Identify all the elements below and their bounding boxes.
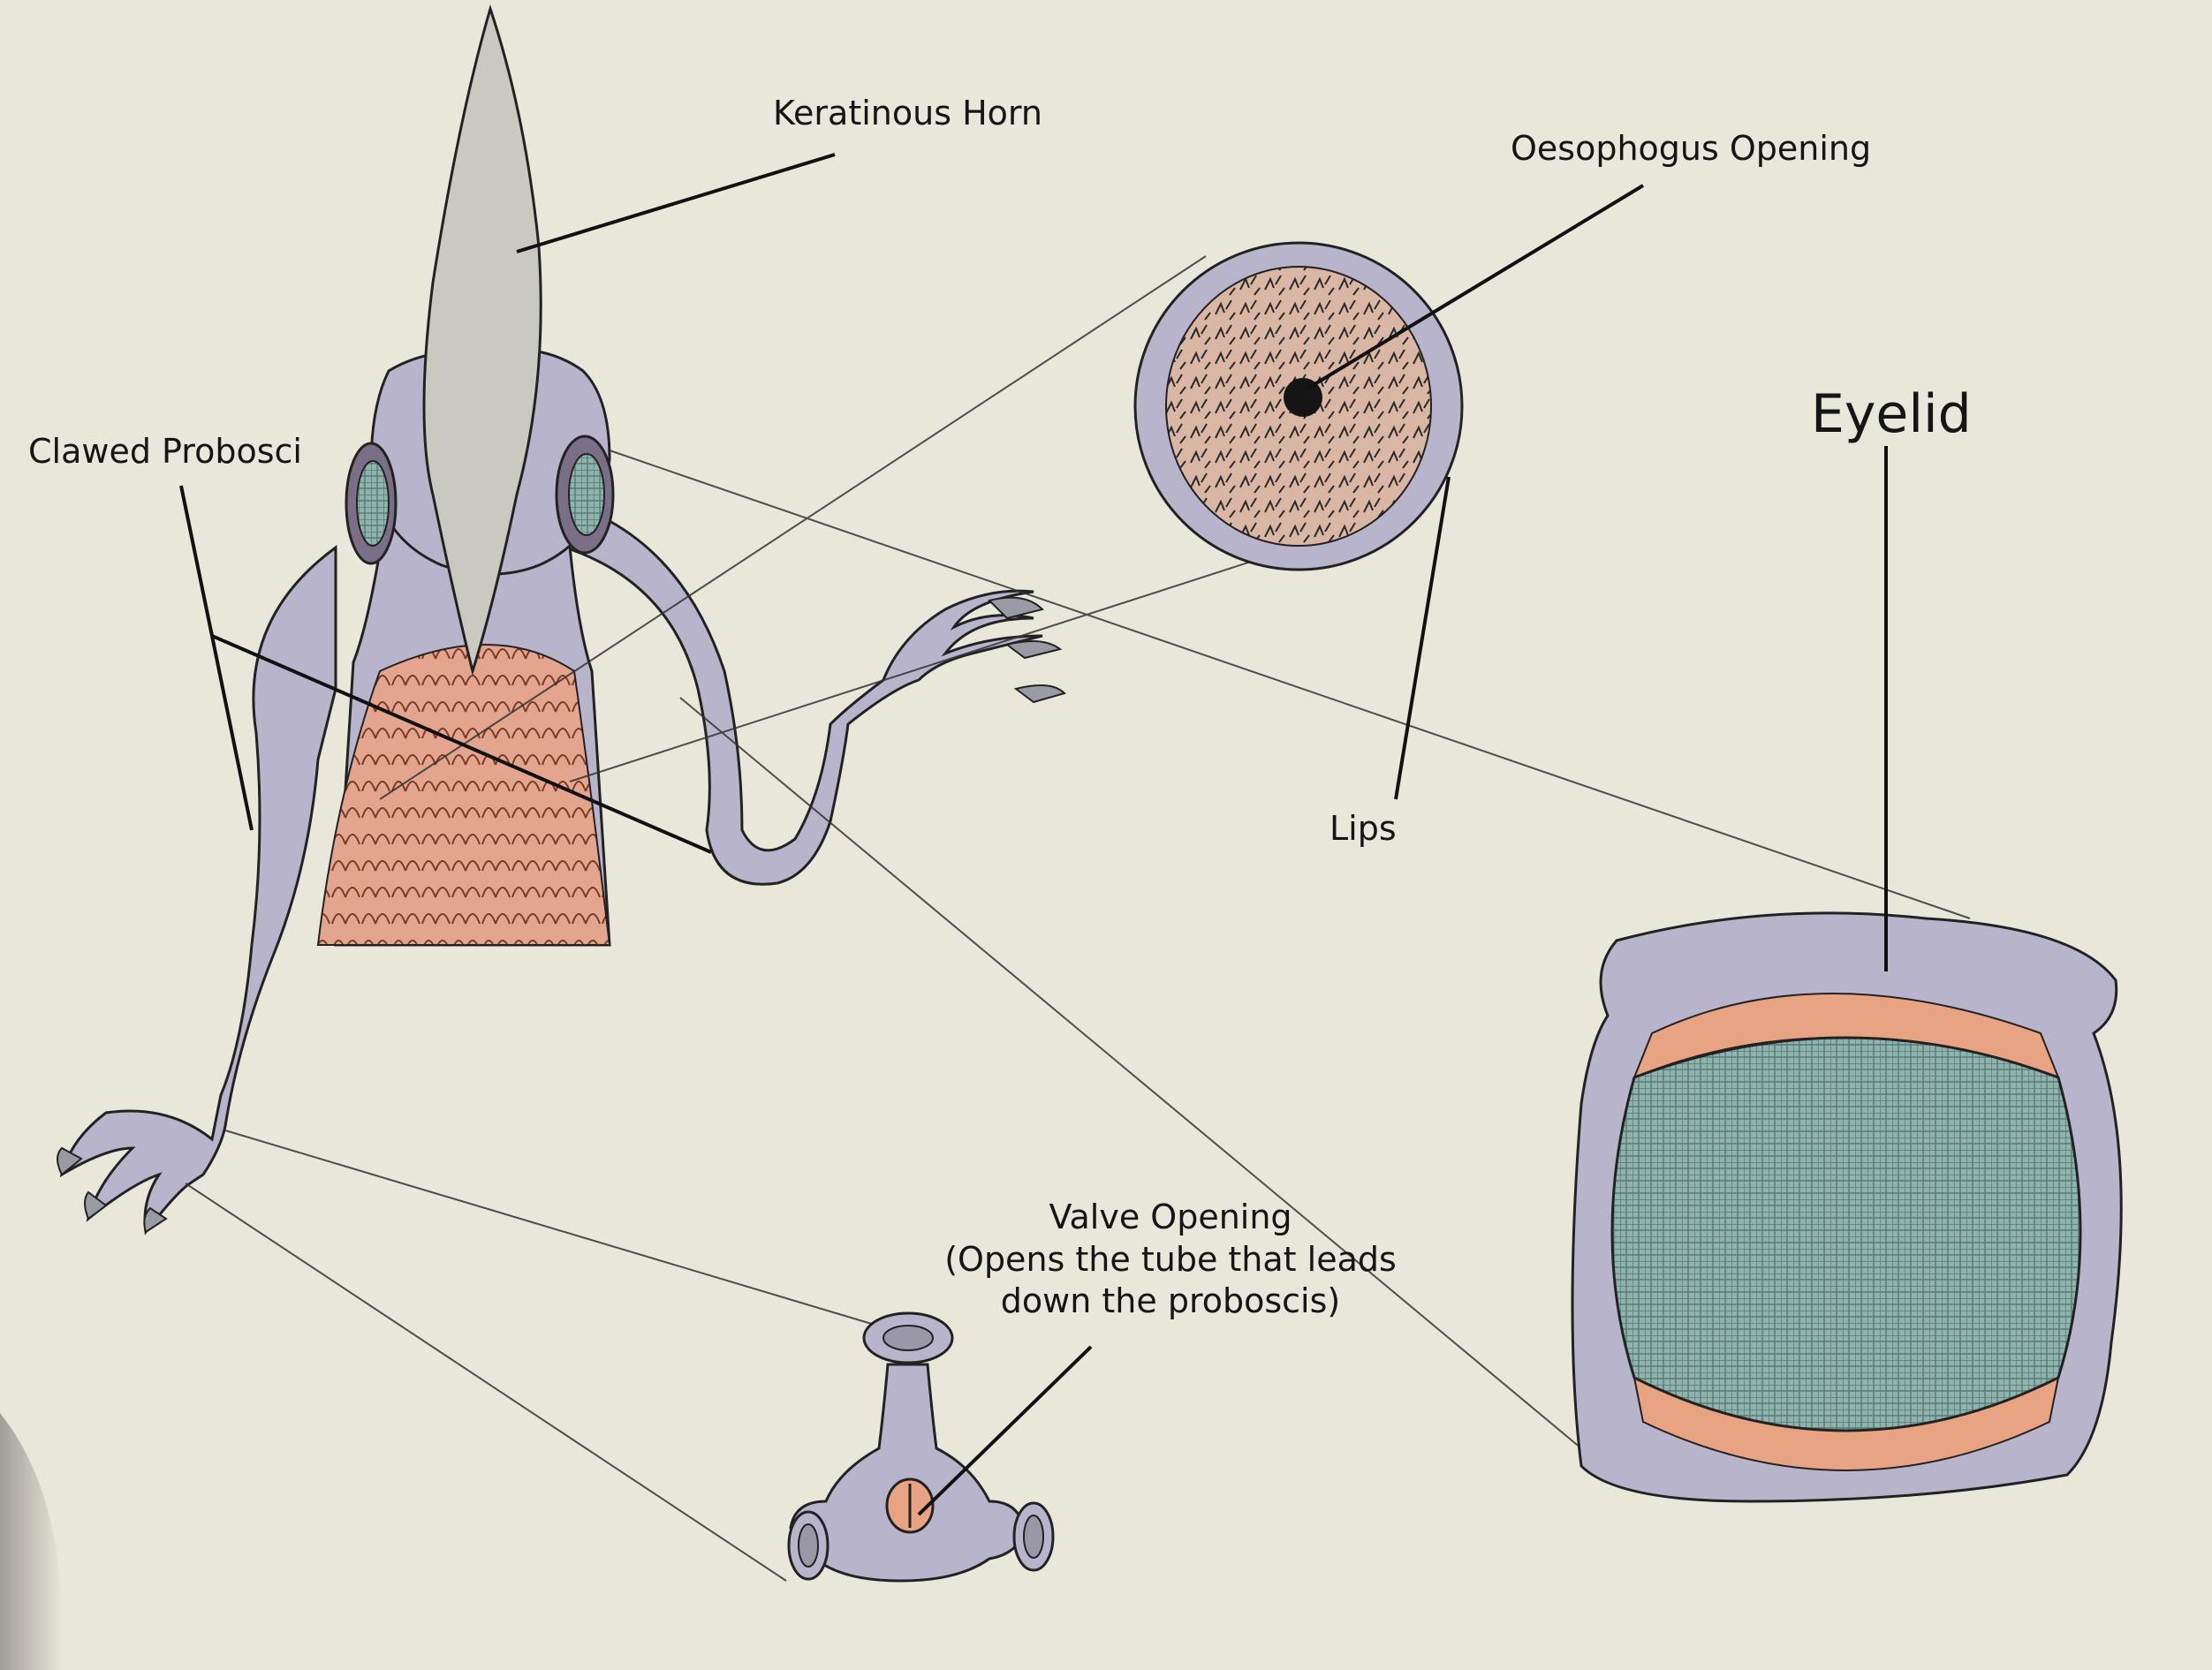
leader-lines [179, 153, 1888, 1516]
valve-opening-label-line3: down the proboscis) [1000, 1281, 1341, 1320]
oesophagus-leader [1306, 184, 1645, 390]
clawed-proboscis-label: Clawed Probosci [28, 432, 302, 471]
right-proboscis-arm [562, 519, 1043, 886]
valve-opening-label-line2: (Opens the tube that leads [944, 1239, 1397, 1279]
eye-zoom-line-top [609, 450, 1971, 919]
left-proboscis-arm [59, 545, 337, 1235]
eye-closeup [1571, 911, 2123, 1503]
horn-leader [516, 153, 836, 253]
creature-figure [57, 4, 1066, 1235]
oesophogus-opening-label: Oesophogus Opening [1511, 129, 1872, 168]
valve-opening-label: Valve Opening (Opens the tube that leads… [932, 1197, 1409, 1323]
eyelid-label: Eyelid [1811, 383, 1972, 445]
valve-body [789, 1363, 1026, 1583]
right-claw-3 [1013, 684, 1066, 704]
valve-zoom-line-top [224, 1130, 875, 1326]
left-claw-2 [84, 1190, 108, 1220]
lips-label: Lips [1329, 809, 1397, 848]
lips-leader [1394, 476, 1451, 800]
proboscis-leader-mid [179, 485, 214, 637]
right-claw-2 [1004, 640, 1063, 660]
proboscis-leader-to-right-arm [211, 634, 712, 854]
mouth-closeup [1133, 241, 1464, 571]
valve-closeup [787, 1311, 1055, 1583]
valve-opening-label-line1: Valve Opening [1049, 1198, 1292, 1236]
zoom-guide-lines [185, 255, 1971, 1582]
proboscis-leader-to-left-arm [210, 635, 254, 831]
left-claw-1 [57, 1146, 83, 1176]
keratinous-horn-label: Keratinous Horn [773, 94, 1042, 132]
eye-zoom-line-bottom [679, 697, 1582, 1449]
mouth-zoom-line-bottom [569, 551, 1282, 782]
valve-leader [917, 1345, 1093, 1516]
left-claw-3 [143, 1206, 168, 1234]
eye-lens [1610, 1036, 2082, 1432]
valve-zoom-line-bottom [185, 1183, 787, 1582]
mouth-zoom-line-top [379, 255, 1207, 800]
oesophagus-hole [1284, 378, 1322, 417]
right-claw-1 [988, 596, 1044, 620]
scaled-chest [316, 644, 611, 946]
paper-shadow [0, 1413, 64, 1670]
keratinous-horn [422, 4, 542, 676]
left-eye [345, 442, 398, 565]
right-eye [555, 435, 615, 555]
